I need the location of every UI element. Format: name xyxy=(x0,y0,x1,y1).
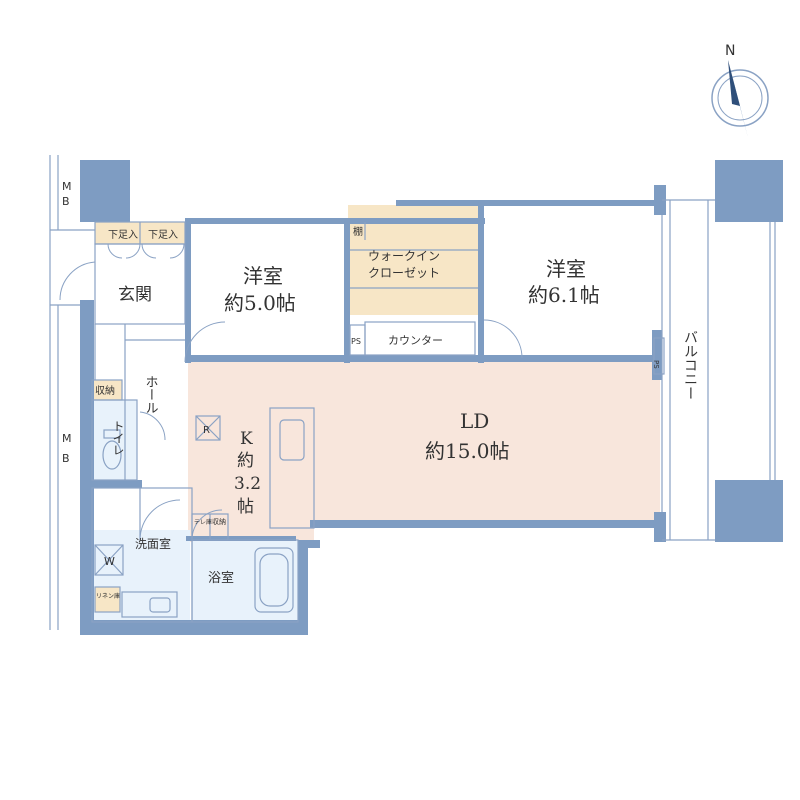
line xyxy=(94,544,124,576)
doors xyxy=(59,243,523,541)
door-swing xyxy=(169,243,185,259)
storage-floor xyxy=(92,380,122,400)
door-swing xyxy=(141,243,157,259)
vanity xyxy=(121,591,178,618)
door-swing xyxy=(107,243,123,259)
compass-needle-shade-icon xyxy=(728,60,740,106)
toilet-label: トイレ xyxy=(111,420,125,456)
small-storage-label-2: テレ庫 xyxy=(194,518,212,526)
wall xyxy=(396,200,480,206)
room1-name: 洋室 xyxy=(243,264,283,288)
shoebox-label-1: 下足入 xyxy=(108,229,138,241)
compass-ring-inner xyxy=(717,75,763,121)
mb-bottom-label-m: M xyxy=(62,432,72,445)
north-label: N xyxy=(725,43,735,59)
room2-name: 洋室 xyxy=(546,257,586,281)
kitchen-size-2: 3.2 xyxy=(234,474,261,494)
toilet-box xyxy=(91,399,138,481)
room2-size: 約6.1帖 xyxy=(528,283,600,307)
wall xyxy=(80,620,302,635)
door-swing xyxy=(59,261,96,301)
ps-label-2: PS xyxy=(652,360,660,369)
toilet-tank xyxy=(103,429,121,439)
door-swing xyxy=(191,509,223,541)
ps-label-1: PS xyxy=(351,337,361,346)
walls xyxy=(80,160,783,635)
wall xyxy=(185,355,660,362)
ps-box-1 xyxy=(349,324,366,356)
shelf-label: 棚 xyxy=(353,225,363,238)
mb-top-label-m: M xyxy=(62,180,72,193)
washer-pan xyxy=(94,544,124,576)
bath-label: 浴室 xyxy=(208,570,234,586)
wic-label-1: ウォークイン xyxy=(368,249,440,263)
wall xyxy=(92,480,142,488)
outlines xyxy=(49,155,776,630)
linen-label: リネン庫 xyxy=(96,592,120,600)
wall xyxy=(715,160,783,222)
room1-size: 約5.0帖 xyxy=(224,291,296,315)
ld-size: 約15.0帖 xyxy=(425,439,510,463)
door-swing xyxy=(483,319,523,359)
mb-bottom-label-b: B xyxy=(62,452,70,465)
wic-label-2: クローゼット xyxy=(368,266,440,280)
wall xyxy=(652,330,662,380)
fridge-space xyxy=(195,415,221,441)
wall xyxy=(185,218,191,363)
door-swing xyxy=(139,411,166,441)
door-swing xyxy=(184,321,226,363)
balcony-label: バルコニー xyxy=(682,330,698,400)
wall xyxy=(654,512,666,542)
linen-box xyxy=(94,586,121,613)
kitchen-sink xyxy=(279,419,305,461)
vanity-sink xyxy=(149,597,171,613)
mb-top-label-b: B xyxy=(62,195,70,208)
kitchen-name: K xyxy=(240,429,253,449)
kitchen-floor xyxy=(188,362,314,542)
ps-box-2 xyxy=(653,337,665,375)
wall xyxy=(186,536,296,541)
wall xyxy=(185,218,485,224)
washroom-label: 洗面室 xyxy=(135,536,171,551)
door-swing xyxy=(139,499,181,541)
line xyxy=(195,415,221,441)
toilet-floor xyxy=(92,400,137,480)
small-storage-label: 収納 xyxy=(212,517,226,526)
kitchen-size-1: 約 xyxy=(237,451,254,471)
wall xyxy=(654,185,666,215)
wall xyxy=(80,160,130,222)
wall xyxy=(715,480,783,542)
kitchen-counter xyxy=(269,407,315,529)
genkan-label: 玄関 xyxy=(118,285,152,305)
linen-floor xyxy=(95,587,120,612)
washer-label: W xyxy=(104,555,115,568)
compass-ring xyxy=(711,69,769,127)
wall xyxy=(310,520,665,528)
room-fills xyxy=(92,205,660,622)
wall xyxy=(478,200,658,206)
counter-label: カウンター xyxy=(388,334,443,347)
bathtub xyxy=(254,547,294,613)
wall xyxy=(298,540,308,635)
storage-label: 収納 xyxy=(95,384,115,397)
shoebox-label-2: 下足入 xyxy=(148,229,178,241)
wall xyxy=(80,300,94,635)
bath-box xyxy=(191,539,299,623)
compass: N xyxy=(711,43,769,138)
ld-name: LD xyxy=(460,409,489,433)
wall xyxy=(478,200,484,363)
door-swing xyxy=(125,243,141,259)
genkan-box xyxy=(94,243,186,325)
wall xyxy=(298,540,320,548)
labels: M B M B 下足入 下足入 玄関 収納 ホール トイレ 洗面室 W リネン庫… xyxy=(62,180,698,600)
toilet-bowl xyxy=(102,440,122,470)
hall-label: ホール xyxy=(143,375,158,414)
kitchen-size-3: 帖 xyxy=(237,497,254,517)
wall xyxy=(344,218,350,363)
refrigerator-label: R xyxy=(203,425,210,436)
bathtub-inner xyxy=(259,553,289,607)
